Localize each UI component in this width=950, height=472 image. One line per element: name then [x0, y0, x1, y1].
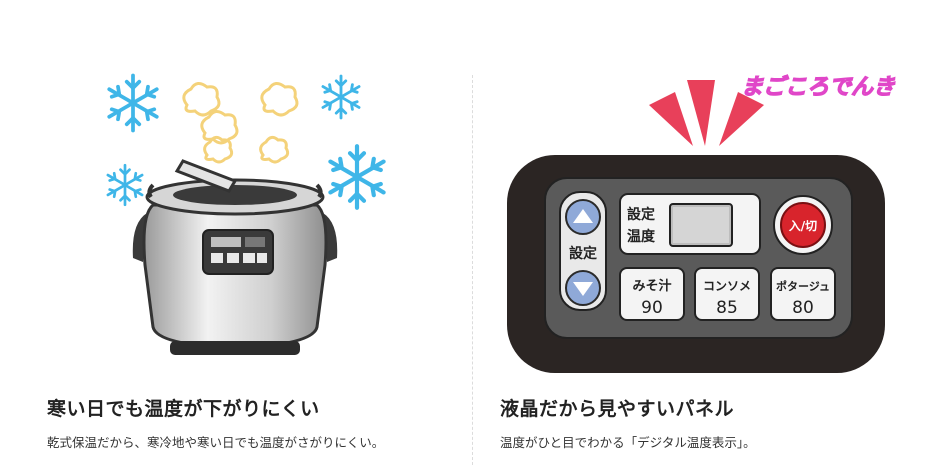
soup-warmer-illustration [106, 73, 415, 355]
feature-description-left: 乾式保温だから、寒冷地や寒い日でも温度がさがりにくい。 [47, 435, 385, 450]
set-temp-label-line2: 温度 [627, 228, 656, 245]
feature-title-right: 液晶だから見やすいパネル [500, 398, 735, 420]
set-temp-label-line1: 設定 [627, 206, 655, 223]
watermark-text: まごころでんき [741, 74, 895, 100]
alert-rays-icon [649, 80, 764, 146]
preset-temp: 85 [716, 298, 738, 318]
preset-button-miso[interactable]: みそ汁 90 [619, 267, 685, 321]
down-arrow-button[interactable] [565, 270, 601, 306]
preset-name: ポタージュ [776, 279, 830, 293]
feature-title-left: 寒い日でも温度が下がりにくい [47, 398, 320, 420]
preset-name: コンソメ [703, 279, 751, 293]
control-panel-illustration: まごころでんき 設定 設定 温度 入/切 みそ汁 90 コンソメ 85 ポタージ… [507, 73, 896, 373]
feature-description-right: 温度がひと目でわかる「デジタル温度表示」。 [500, 435, 756, 450]
power-button-label: 入/切 [789, 219, 817, 233]
preset-button-consomme[interactable]: コンソメ 85 [694, 267, 760, 321]
preset-temp: 90 [641, 298, 663, 318]
power-button[interactable]: 入/切 [773, 195, 833, 255]
section-divider [472, 75, 473, 465]
soup-warmer-control-panel [202, 229, 274, 275]
steam-icon [182, 82, 299, 164]
snowflake-icon [106, 163, 144, 207]
snowflake-icon [107, 73, 159, 133]
snowflake-icon [321, 74, 361, 120]
snowflake-icon [330, 146, 383, 208]
setting-label: 設定 [569, 245, 597, 262]
up-arrow-button[interactable] [565, 199, 601, 235]
preset-button-potage[interactable]: ポタージュ 80 [770, 267, 836, 321]
preset-name: みそ汁 [632, 278, 671, 294]
preset-temp: 80 [792, 298, 814, 318]
soup-warmer-body [142, 203, 328, 350]
